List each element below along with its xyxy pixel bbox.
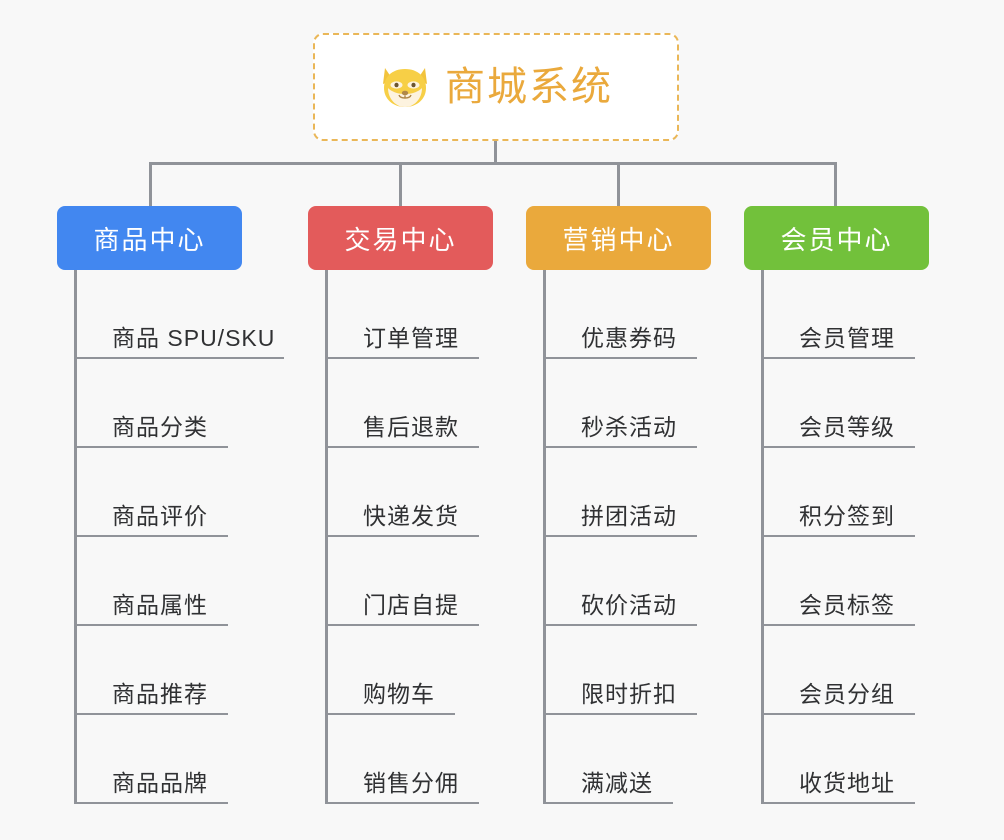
branch-leaf-rule [325, 713, 455, 715]
category-header-label: 交易中心 [344, 224, 457, 255]
branch-leaf-label: 订单管理 [363, 325, 459, 351]
connector-root-stem [494, 141, 497, 164]
branch-spine [325, 270, 328, 804]
branch-leaf-label: 会员管理 [799, 325, 895, 351]
category-header-product[interactable]: 商品中心 [57, 206, 242, 270]
branch-leaf-rule [761, 357, 915, 359]
branch-leaf-rule [325, 357, 479, 359]
branch-leaf-label: 会员标签 [799, 592, 895, 618]
branch-leaf-rule [761, 446, 915, 448]
branch-leaf-rule [74, 357, 284, 359]
branch-leaf-label: 秒杀活动 [581, 414, 677, 440]
category-header-marketing[interactable]: 营销中心 [526, 206, 711, 270]
branch-leaf-label: 商品评价 [112, 503, 208, 529]
branch-leaf-rule [325, 446, 479, 448]
category-header-trade[interactable]: 交易中心 [308, 206, 493, 270]
branch-leaf-label: 销售分佣 [363, 770, 459, 796]
branch-leaf-label: 门店自提 [363, 592, 459, 618]
branch-spine [74, 270, 77, 804]
root-title: 商城系统 [445, 65, 613, 109]
shiba-dog-face-icon [383, 68, 427, 107]
branch-leaf-rule [543, 535, 697, 537]
branch-leaf-label: 优惠券码 [581, 325, 677, 351]
branch-leaf-label: 会员等级 [799, 414, 895, 440]
branch-leaf-rule [74, 535, 228, 537]
branch-spine [761, 270, 764, 804]
branch-leaf-label: 快递发货 [363, 503, 459, 529]
branch-leaf-rule [543, 713, 697, 715]
branch-leaf-rule [325, 535, 479, 537]
branch-leaf-rule [761, 713, 915, 715]
branch-leaf-rule [543, 802, 673, 804]
branch-leaf-rule [761, 802, 915, 804]
branch-leaf-label: 售后退款 [363, 414, 459, 440]
branch-leaf-label: 商品 SPU/SKU [112, 325, 276, 351]
connector-horizontal-bus [149, 162, 837, 165]
branch-leaf-label: 购物车 [363, 681, 435, 707]
root-node[interactable]: 商城系统 [313, 33, 679, 141]
branch-leaf-label: 商品分类 [112, 414, 208, 440]
branch-leaf-label: 拼团活动 [581, 503, 677, 529]
branch-leaf-rule [761, 624, 915, 626]
category-header-label: 商品中心 [93, 224, 206, 255]
branch-leaf-rule [74, 713, 228, 715]
branch-leaf-rule [325, 624, 479, 626]
connector-drop-4 [834, 162, 837, 206]
branch-leaf-label: 商品品牌 [112, 770, 208, 796]
branch-leaf-rule [543, 357, 697, 359]
connector-drop-2 [399, 162, 402, 206]
branch-leaf-label: 积分签到 [799, 503, 895, 529]
branch-leaf-label: 商品推荐 [112, 681, 208, 707]
category-header-label: 营销中心 [562, 224, 675, 255]
category-header-label: 会员中心 [780, 224, 893, 255]
category-header-member[interactable]: 会员中心 [744, 206, 929, 270]
branch-leaf-label: 砍价活动 [581, 592, 677, 618]
branch-leaf-rule [761, 535, 915, 537]
branch-leaf-rule [543, 624, 697, 626]
branch-leaf-label: 满减送 [581, 770, 653, 796]
connector-drop-3 [617, 162, 620, 206]
branch-spine [543, 270, 546, 804]
branch-leaf-rule [74, 802, 228, 804]
branch-leaf-rule [74, 624, 228, 626]
branch-leaf-rule [325, 802, 479, 804]
branch-leaf-label: 商品属性 [112, 592, 208, 618]
connector-drop-1 [149, 162, 152, 206]
branch-leaf-rule [543, 446, 697, 448]
branch-leaf-rule [74, 446, 228, 448]
branch-leaf-label: 限时折扣 [581, 681, 677, 707]
branch-leaf-label: 收货地址 [799, 770, 895, 796]
branch-leaf-label: 会员分组 [799, 681, 895, 707]
